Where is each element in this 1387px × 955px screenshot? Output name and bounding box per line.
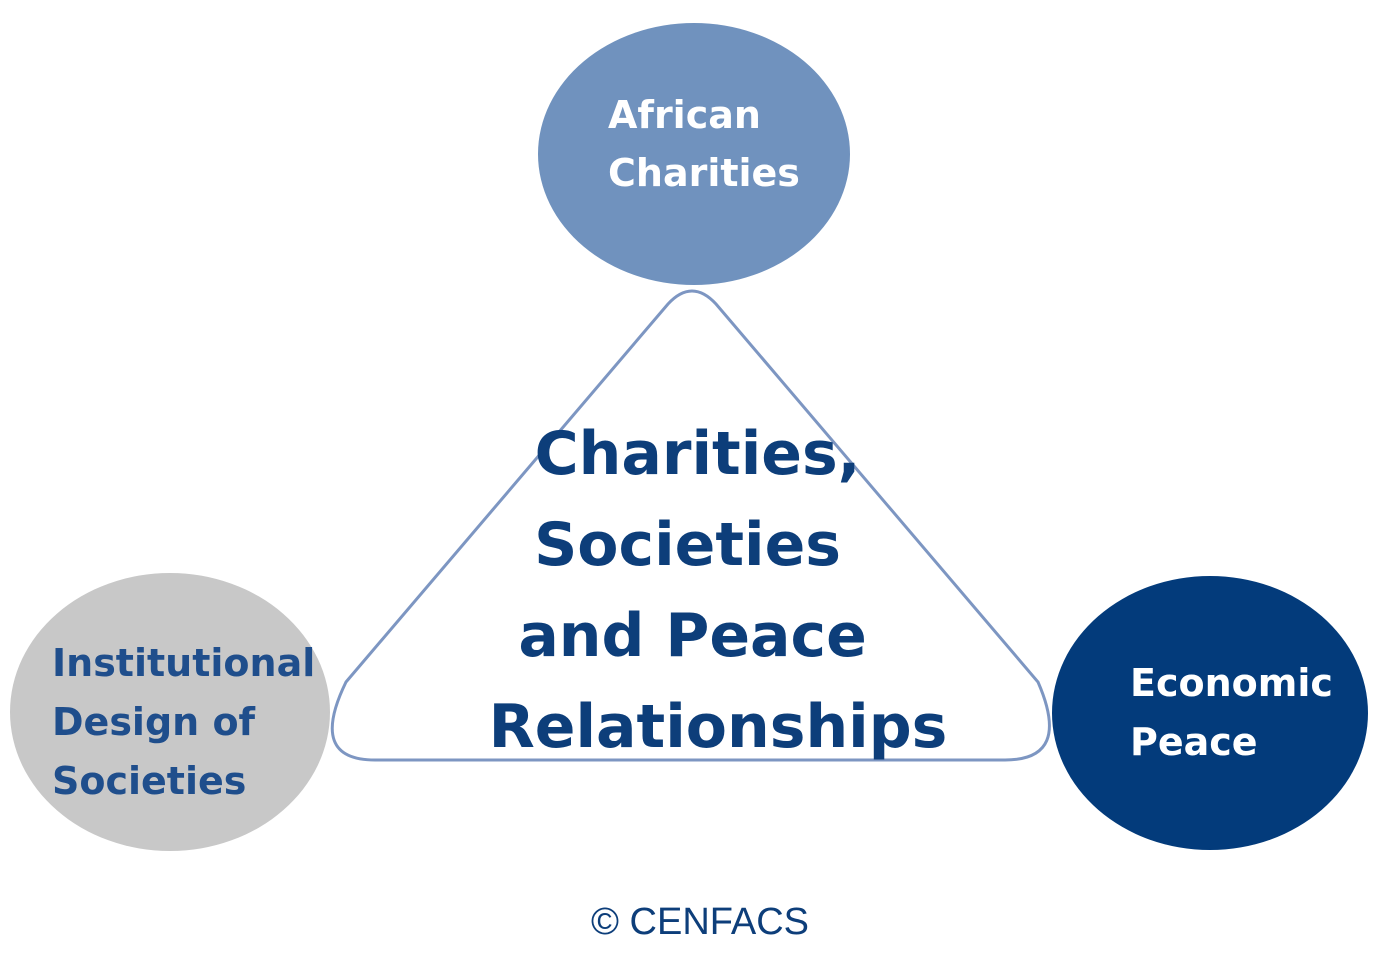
node-label-line: African: [608, 93, 761, 137]
center-title-line: Charities,: [535, 419, 861, 489]
center-title-line: Societies: [534, 510, 841, 580]
node-african-charities-label: African Charities: [608, 93, 800, 195]
node-institutional-design: Institutional Design of Societies: [10, 573, 330, 851]
node-label-line: Economic: [1130, 661, 1333, 705]
node-economic-peace-circle: [1052, 576, 1368, 850]
center-title-line: Relationships: [489, 692, 948, 762]
center-triangle: [330, 289, 1051, 762]
node-economic-peace: Economic Peace: [1052, 576, 1368, 850]
node-label-line: Peace: [1130, 720, 1258, 764]
copyright-footer: © CENFACS: [591, 901, 809, 943]
node-label-line: Institutional: [52, 641, 315, 685]
node-african-charities-circle: [538, 23, 850, 285]
node-economic-peace-label: Economic Peace: [1130, 661, 1346, 764]
center-title-line: and Peace: [518, 601, 866, 671]
node-african-charities: African Charities: [538, 23, 850, 285]
center-title: Charities, Societies and Peace Relations…: [489, 419, 948, 762]
node-institutional-design-circle: [10, 573, 330, 851]
node-label-line: Charities: [608, 151, 800, 195]
node-label-line: Societies: [52, 759, 246, 803]
node-institutional-design-label: Institutional Design of Societies: [52, 641, 328, 803]
node-label-line: Design of: [52, 700, 256, 744]
